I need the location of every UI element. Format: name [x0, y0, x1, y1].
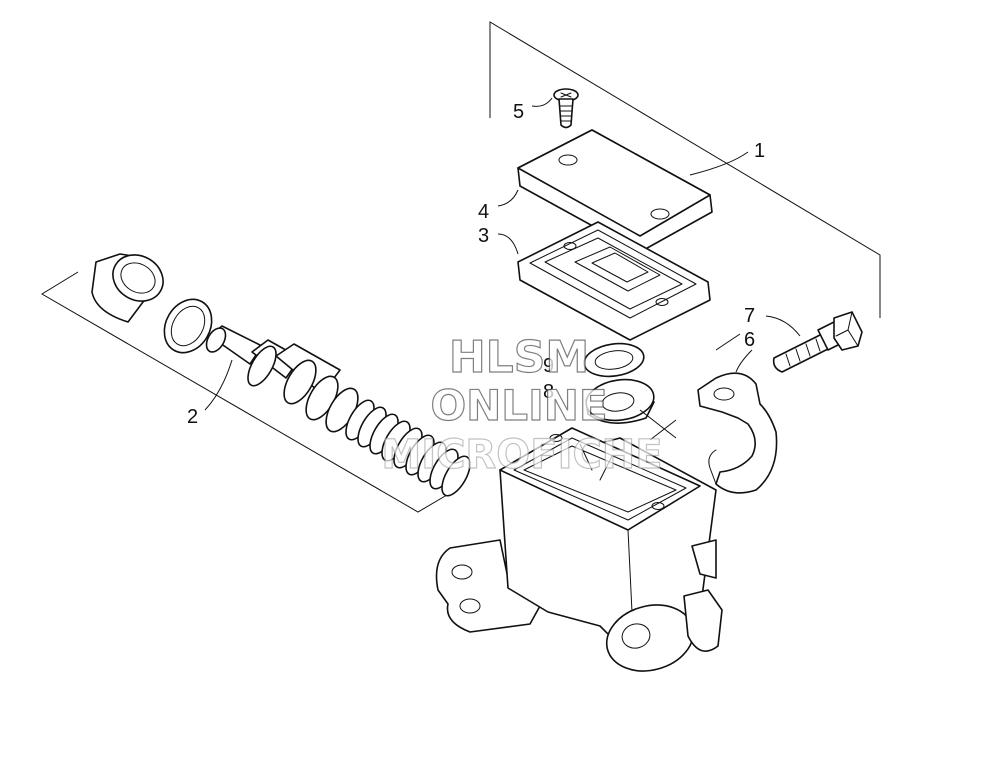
watermark-line-1: HLSM	[449, 332, 589, 383]
callout-9: 9	[543, 355, 554, 377]
master-cylinder-body	[435, 409, 723, 672]
callouts: 1 2 3 4 5 6 7 8 9	[187, 101, 765, 428]
clamp-6	[697, 333, 778, 494]
watermark-line-2: ONLINE	[430, 381, 607, 430]
watermark-line-3: MICROFICHE	[381, 432, 662, 478]
bracket-1	[489, 21, 881, 318]
bolt-7	[765, 311, 863, 373]
callout-5: 5	[513, 101, 524, 123]
piston-assembly-2	[91, 253, 471, 497]
callout-4: 4	[478, 201, 489, 223]
reservoir-cover-4	[497, 129, 713, 253]
washer-8	[585, 378, 655, 424]
watermark: HLSM ONLINE MICROFICHE	[381, 331, 663, 478]
callout-2: 2	[187, 406, 198, 428]
callout-3: 3	[478, 225, 489, 247]
o-ring-9	[583, 342, 645, 378]
callout-8: 8	[543, 381, 554, 403]
diaphragm-3	[497, 221, 711, 341]
bracket-2	[41, 271, 453, 513]
callout-7: 7	[744, 305, 755, 327]
spring	[345, 399, 471, 497]
callout-6: 6	[744, 329, 755, 351]
screw-5	[531, 88, 579, 129]
callout-1: 1	[754, 140, 765, 162]
